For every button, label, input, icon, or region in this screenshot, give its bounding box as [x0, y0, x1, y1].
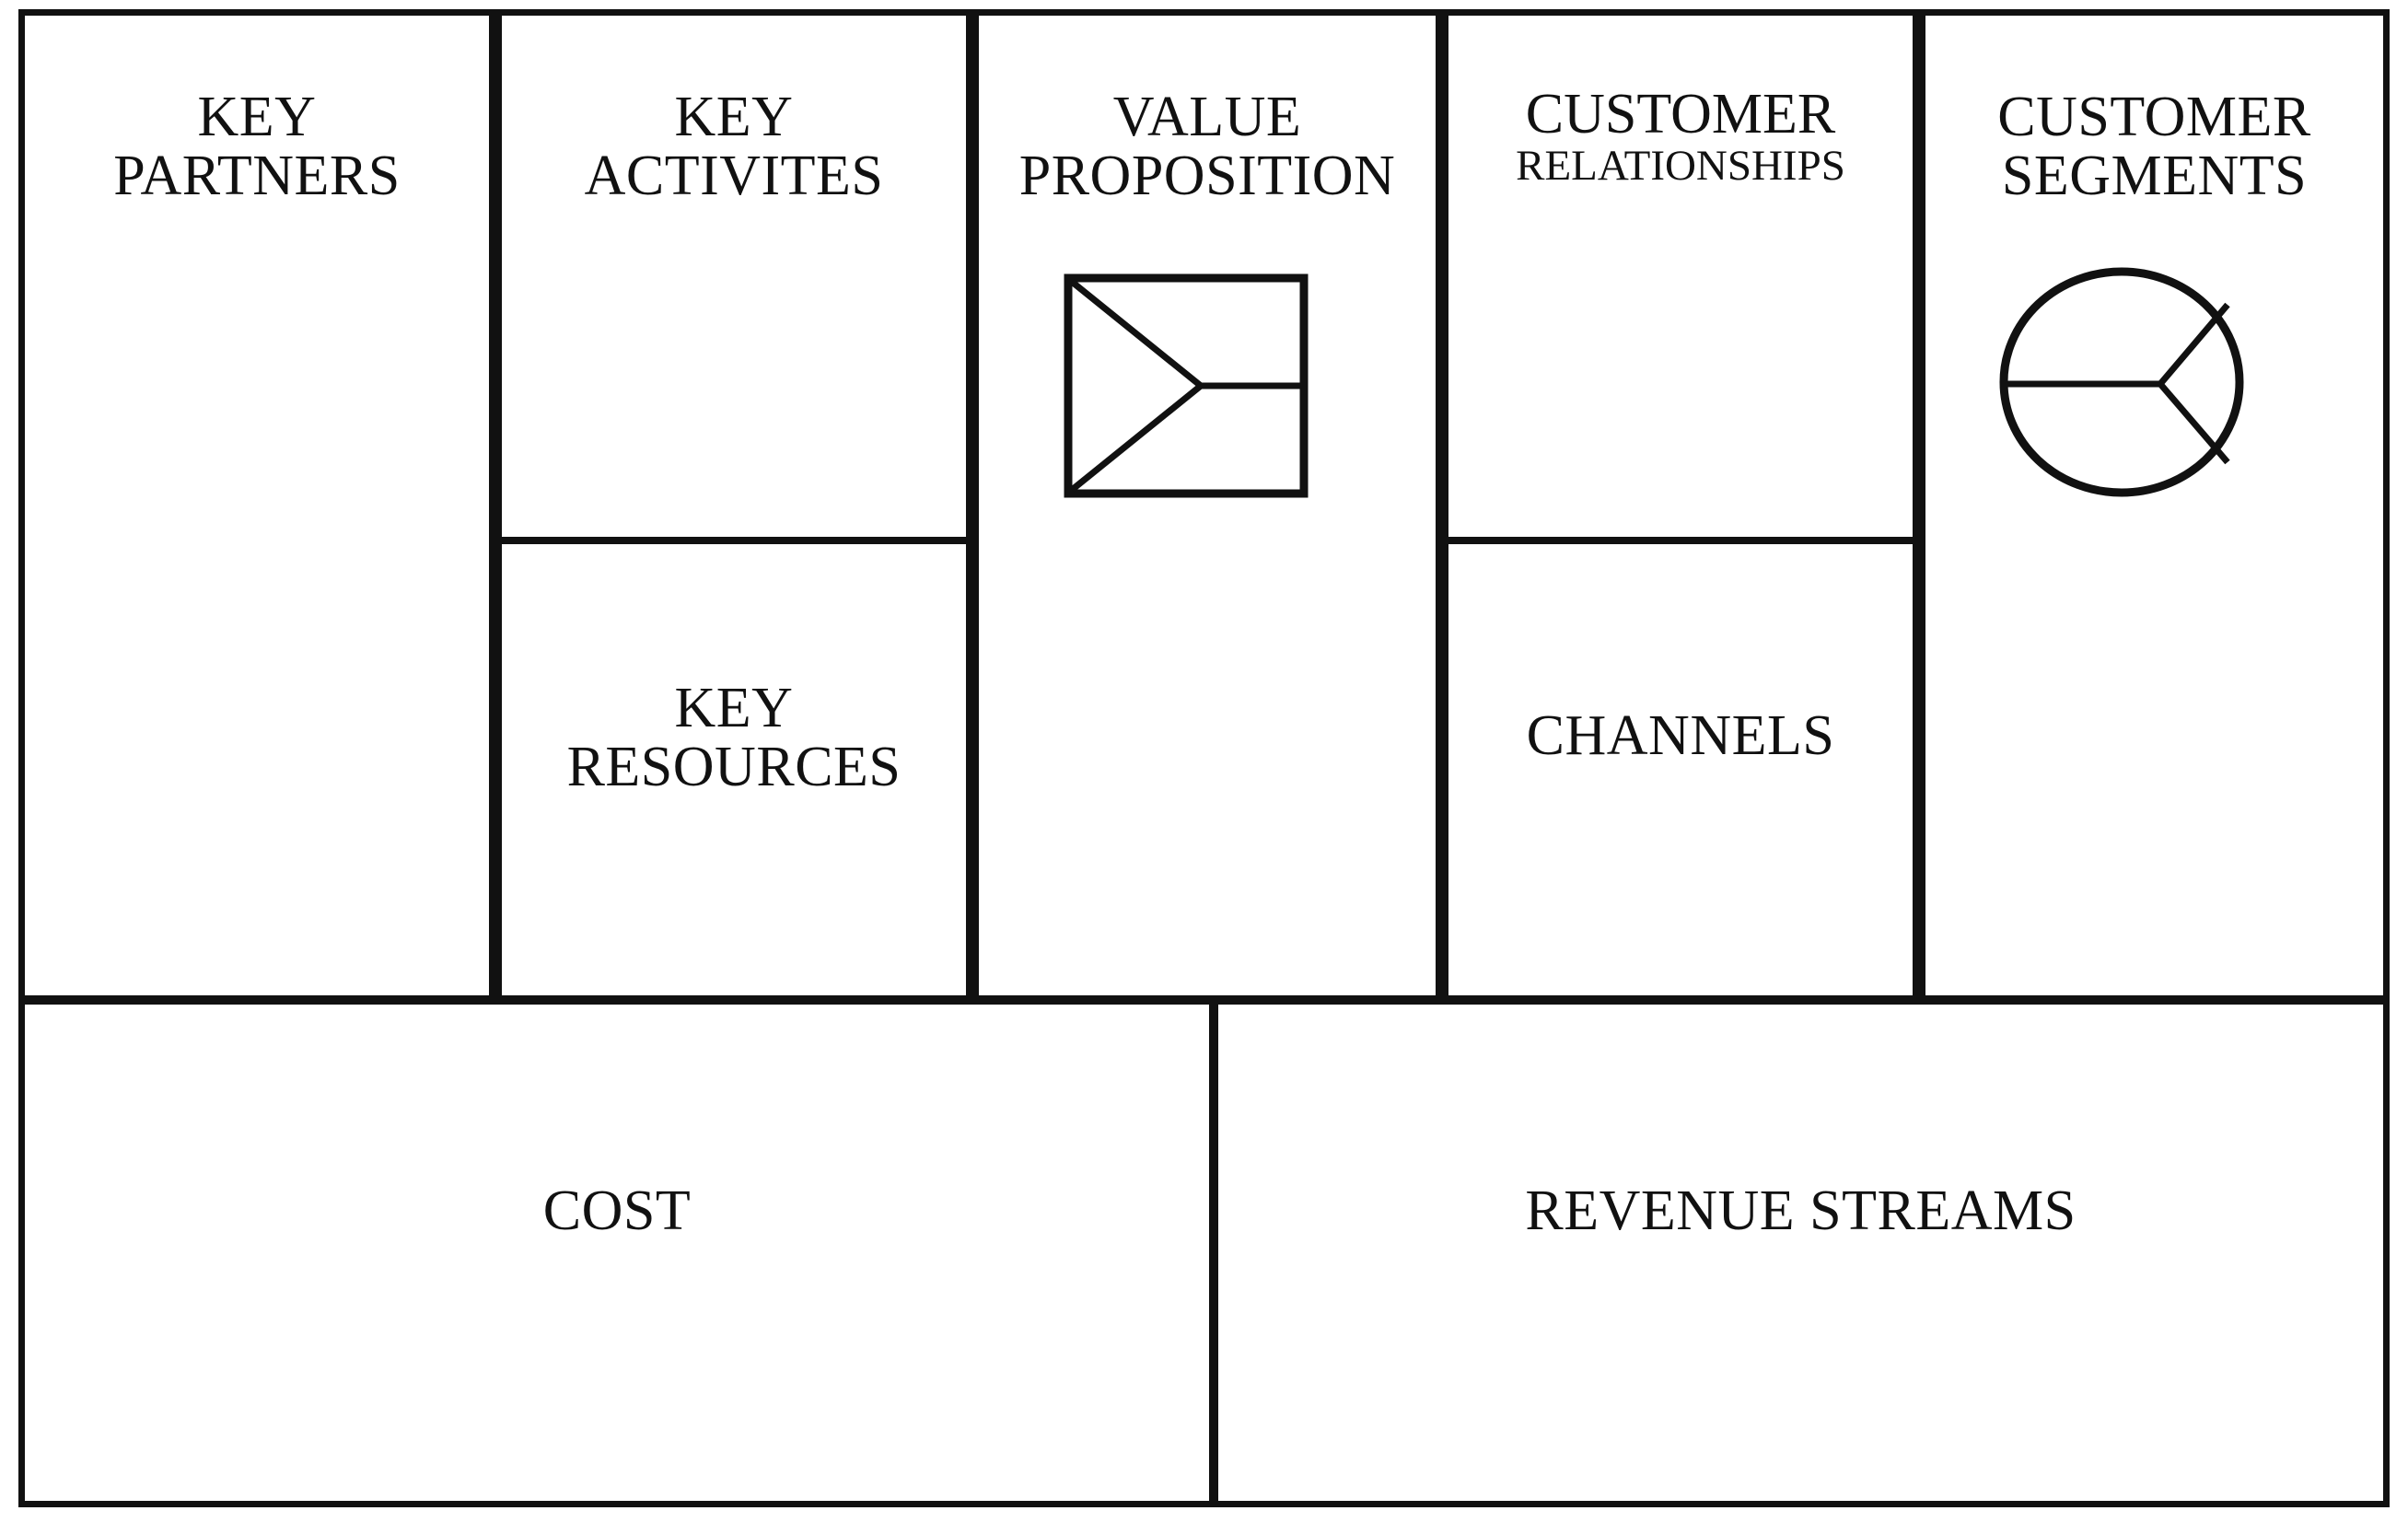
customer-relationships-label: CUSTOMER RELATIONSHIPS [1448, 83, 1913, 191]
block-revenue-streams[interactable]: REVENUE STREAMS [1212, 998, 2390, 1507]
block-key-activities[interactable]: KEY ACTIVITES [495, 9, 972, 543]
envelope-icon [1064, 273, 1309, 498]
key-activities-label: KEY ACTIVITES [584, 86, 884, 208]
block-customer-segments[interactable]: CUSTOMER SEGMENTS [1919, 9, 2390, 1002]
customer-segments-label: CUSTOMER SEGMENTS [1997, 86, 2311, 208]
cost-label: COST [542, 1180, 692, 1242]
block-key-partners[interactable]: KEY PARTNERS [18, 9, 495, 1002]
key-partners-label: KEY PARTNERS [113, 86, 401, 208]
key-resources-label: KEY RESOURCES [566, 677, 902, 799]
block-channels[interactable]: CHANNELS [1442, 538, 1919, 1002]
block-customer-relationships[interactable]: CUSTOMER RELATIONSHIPS [1442, 9, 1919, 543]
customer-relationships-line1: CUSTOMER [1525, 83, 1836, 145]
block-cost[interactable]: COST [18, 998, 1216, 1507]
block-key-resources[interactable]: KEY RESOURCES [495, 538, 972, 1002]
value-proposition-label: VALUE PROPOSITION [1018, 86, 1396, 208]
revenue-streams-label: REVENUE STREAMS [1525, 1180, 2076, 1242]
customer-relationships-line2: RELATIONSHIPS [1516, 142, 1845, 191]
block-value-proposition[interactable]: VALUE PROPOSITION [972, 9, 1442, 1002]
channels-label: CHANNELS [1526, 704, 1835, 767]
pie-chart-icon [1999, 266, 2257, 498]
